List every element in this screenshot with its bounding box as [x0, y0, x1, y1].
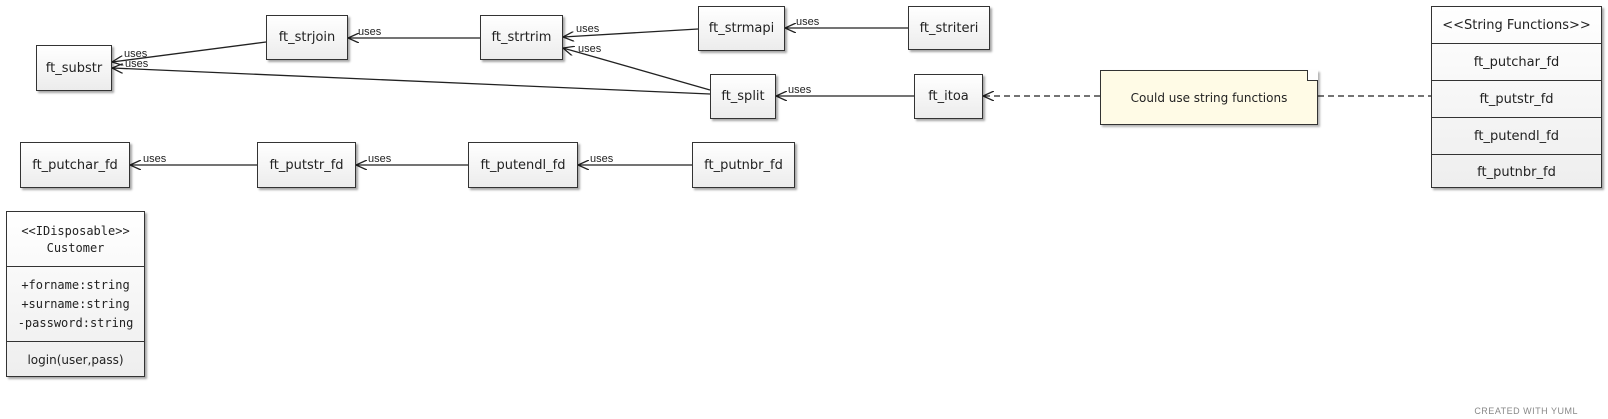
edge-label: uses — [358, 26, 382, 38]
note-could-use-string-functions[interactable]: Could use string functions — [1100, 70, 1318, 125]
node-ft-putnbr-fd[interactable]: ft_putnbr_fd — [692, 142, 795, 188]
node-ft-putchar-fd[interactable]: ft_putchar_fd — [20, 142, 130, 188]
edge-label: uses — [576, 23, 600, 35]
node-ft-strmapi[interactable]: ft_strmapi — [698, 6, 785, 51]
node-ft-putendl-fd[interactable]: ft_putendl_fd — [468, 142, 578, 188]
edge-label: uses — [796, 16, 820, 28]
string-functions-stereotype: <<String Functions>> — [1442, 17, 1591, 33]
customer-name: Customer — [46, 240, 105, 255]
customer-attribute: +surname:string — [21, 296, 130, 311]
node-ft-striteri[interactable]: ft_striteri — [908, 6, 990, 50]
string-functions-item: ft_putstr_fd — [1432, 80, 1601, 117]
edge-label: uses — [578, 43, 602, 55]
node-ft-strtrim[interactable]: ft_strtrim — [480, 15, 563, 60]
class-customer[interactable]: <<IDisposable>> Customer +forname:string… — [6, 211, 145, 377]
node-ft-split[interactable]: ft_split — [710, 74, 776, 119]
edge-strjoin-substr — [112, 41, 267, 62]
node-ft-putstr-fd[interactable]: ft_putstr_fd — [257, 142, 356, 188]
node-ft-itoa[interactable]: ft_itoa — [914, 74, 983, 119]
edge-strmapi-strtrim — [563, 28, 699, 37]
customer-attribute: -password:string — [17, 315, 134, 330]
edge-label: uses — [590, 153, 614, 165]
node-ft-strjoin[interactable]: ft_strjoin — [266, 15, 348, 60]
edge-label: uses — [124, 48, 148, 60]
customer-attribute: +forname:string — [21, 277, 130, 292]
node-ft-substr[interactable]: ft_substr — [36, 45, 112, 91]
edge-label: uses — [368, 153, 392, 165]
edge-split-strtrim — [563, 48, 711, 91]
class-string-functions[interactable]: <<String Functions>> ft_putchar_fd ft_pu… — [1431, 6, 1602, 188]
string-functions-item: ft_putendl_fd — [1432, 117, 1601, 154]
customer-header: <<IDisposable>> Customer — [7, 212, 144, 266]
edge-label: uses — [125, 58, 149, 70]
customer-method: login(user,pass) — [7, 341, 144, 378]
note-fold-corner — [1307, 70, 1318, 81]
note-text: Could use string functions — [1130, 90, 1288, 105]
string-functions-item: ft_putchar_fd — [1432, 43, 1601, 80]
edge-label: uses — [143, 153, 167, 165]
string-functions-item: ft_putnbr_fd — [1432, 154, 1601, 190]
edge-label: uses — [788, 84, 812, 96]
footer-created-with-yuml: CREATED WITH YUML — [1474, 406, 1578, 416]
customer-stereotype: <<IDisposable>> — [21, 223, 130, 238]
customer-attributes: +forname:string +surname:string -passwor… — [7, 266, 144, 341]
edge-split-substr — [112, 68, 711, 95]
